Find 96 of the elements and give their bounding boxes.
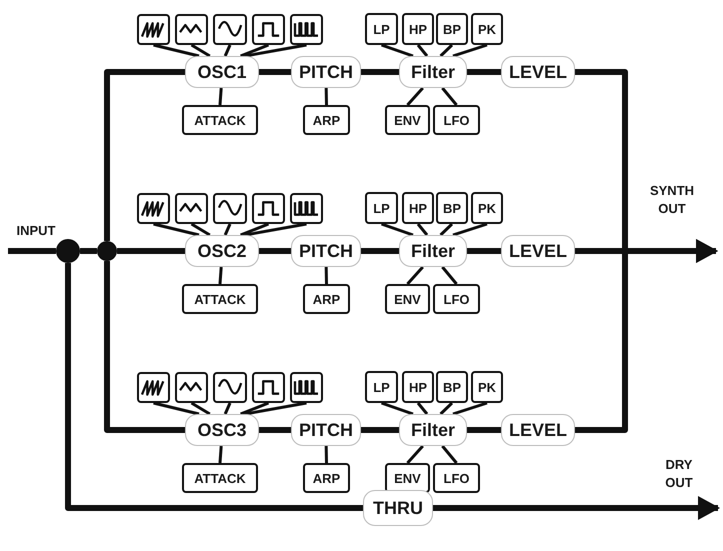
connector-line — [381, 402, 414, 416]
connector-line — [224, 223, 232, 236]
connector-line — [240, 402, 270, 416]
connector-line — [240, 222, 270, 236]
signal-label: SYNTH OUT — [648, 182, 696, 218]
connector-line — [104, 69, 185, 241]
connector-line — [467, 69, 501, 75]
connector-line — [416, 223, 428, 236]
parameter-box: ARP — [303, 463, 350, 493]
connector-line — [240, 44, 270, 58]
connector-line — [416, 44, 428, 57]
connector-line — [259, 427, 291, 433]
parameter-box: LP — [365, 371, 398, 403]
parameter-box: PK — [471, 371, 503, 403]
connector-line — [218, 88, 223, 106]
connector-line — [361, 427, 399, 433]
connector-line — [153, 222, 200, 236]
parameter-box: BP — [436, 192, 468, 224]
module-box: Filter — [399, 235, 467, 267]
connector-line — [190, 222, 211, 236]
connector-line — [324, 88, 328, 106]
connector-line — [65, 263, 363, 511]
connector-line — [441, 266, 458, 285]
parameter-box: BP — [436, 371, 468, 403]
connector-line — [324, 266, 328, 284]
connector-line — [153, 44, 200, 58]
connector-line — [244, 44, 307, 58]
connector-line — [244, 222, 307, 236]
connector-line — [244, 402, 307, 416]
parameter-box: ENV — [385, 105, 430, 135]
module-box: LEVEL — [501, 235, 575, 267]
parameter-box: ATTACK — [182, 463, 258, 493]
connector-line — [324, 446, 328, 464]
connector-line — [452, 222, 488, 236]
connector-line — [406, 445, 424, 464]
connector-line — [361, 248, 399, 254]
parameter-box: BP — [436, 13, 468, 45]
parameter-box: HP — [402, 371, 434, 403]
parameter-box: HP — [402, 13, 434, 45]
connector-line — [361, 69, 399, 75]
module-box: OSC3 — [185, 414, 259, 446]
parameter-box: LFO — [433, 105, 480, 135]
connector-line — [467, 427, 501, 433]
connector-line — [117, 248, 185, 254]
connector-line — [406, 87, 424, 106]
parameter-box: LP — [365, 13, 398, 45]
parameter-box: PK — [471, 13, 503, 45]
parameter-box: HP — [402, 192, 434, 224]
connector-line — [218, 266, 223, 284]
module-box: Filter — [399, 56, 467, 88]
module-box: PITCH — [291, 56, 361, 88]
connector-line — [224, 44, 232, 57]
parameter-box: ARP — [303, 284, 350, 314]
connector-line — [259, 69, 291, 75]
module-box: PITCH — [291, 414, 361, 446]
connector-line — [440, 222, 454, 236]
connector-line — [452, 44, 488, 58]
parameter-box: ATTACK — [182, 105, 258, 135]
connector-line — [259, 248, 291, 254]
connector-line — [381, 222, 414, 236]
connector-line — [224, 402, 232, 415]
connector-line — [218, 446, 223, 464]
connector-line — [406, 266, 424, 285]
arrow — [575, 239, 718, 433]
parameter-box: LP — [365, 192, 398, 224]
parameter-box: LFO — [433, 284, 480, 314]
signal-label: INPUT — [16, 222, 56, 240]
module-box: LEVEL — [501, 56, 575, 88]
connector-line — [441, 87, 458, 106]
connector-line — [416, 402, 428, 415]
arrow — [433, 496, 720, 520]
connector-line — [381, 44, 414, 58]
parameter-box: PK — [471, 192, 503, 224]
parameter-box: ENV — [385, 284, 430, 314]
signal-label: DRY OUT — [664, 456, 694, 492]
module-box: PITCH — [291, 235, 361, 267]
connector-line — [467, 248, 501, 254]
connector-line — [190, 44, 211, 58]
module-box: THRU — [363, 490, 433, 526]
connector-line — [441, 445, 458, 464]
module-box: Filter — [399, 414, 467, 446]
parameter-box: ENV — [385, 463, 430, 493]
connector-line — [80, 248, 97, 254]
module-box: OSC1 — [185, 56, 259, 88]
parameter-box: ARP — [303, 105, 350, 135]
parameter-box: ATTACK — [182, 284, 258, 314]
connector-line — [8, 248, 56, 254]
connector-line — [190, 402, 211, 416]
connector-line — [452, 402, 488, 416]
connector-line — [440, 402, 454, 416]
parameter-box: LFO — [433, 463, 480, 493]
module-box: OSC2 — [185, 235, 259, 267]
module-box: LEVEL — [501, 414, 575, 446]
connector-line — [440, 44, 454, 58]
connector-line — [153, 402, 200, 416]
connector-line — [104, 261, 185, 433]
